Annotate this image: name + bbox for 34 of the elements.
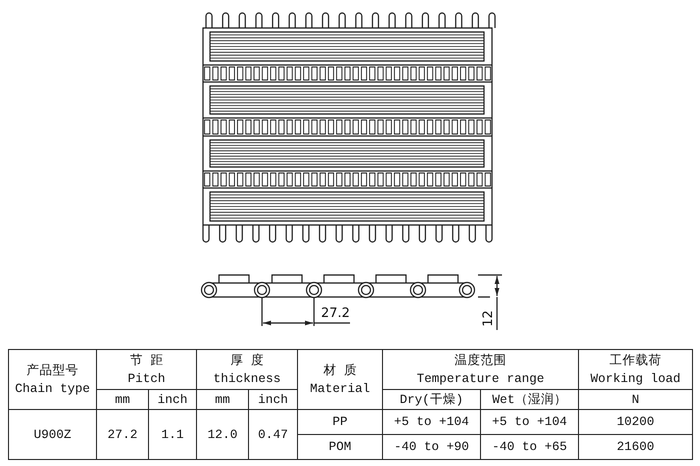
subheader-text: inch (158, 392, 188, 408)
cell-text: PP (332, 414, 348, 431)
header-text: 温度范围 (454, 352, 507, 370)
cell-text: -40 to +65 (492, 439, 568, 456)
subheader-text: inch (258, 392, 288, 408)
cell-text: 27.2 (107, 426, 138, 444)
cell-text: 0.47 (258, 426, 288, 444)
header-text: Working load (590, 370, 681, 388)
cell-text: POM (328, 439, 352, 456)
subheader-text: N (632, 392, 640, 408)
subheader-text: mm (215, 392, 230, 408)
cell-text: +5 to +104 (394, 414, 470, 431)
cell-text: U900Z (34, 426, 72, 444)
cell-text: 10200 (616, 414, 654, 431)
header-text: 厚 度 (230, 352, 264, 370)
header-text: Material (310, 380, 370, 398)
header-text: Chain type (14, 380, 90, 398)
cell-text: +5 to +104 (492, 414, 568, 431)
dimension-label: 12 (480, 310, 496, 327)
header-text: 材 质 (323, 362, 357, 380)
cell-text: 21600 (616, 439, 654, 456)
cell-text: -40 to +90 (394, 439, 470, 456)
header-text: 工作载荷 (610, 352, 662, 370)
subheader-text: mm (114, 392, 130, 408)
cell-text: 12.0 (208, 426, 238, 444)
header-text: thickness (213, 370, 281, 388)
header-text: 节 距 (130, 352, 164, 370)
header-text: Pitch (128, 370, 166, 388)
subheader-text: Dry(干燥) (400, 392, 464, 408)
subheader-text: Wet（湿润） (492, 392, 567, 408)
header-text: 产品型号 (26, 362, 78, 380)
cell-text: 1.1 (161, 426, 184, 444)
header-text: Temperature range (416, 370, 544, 388)
dimension-label: 27.2 (321, 306, 350, 321)
